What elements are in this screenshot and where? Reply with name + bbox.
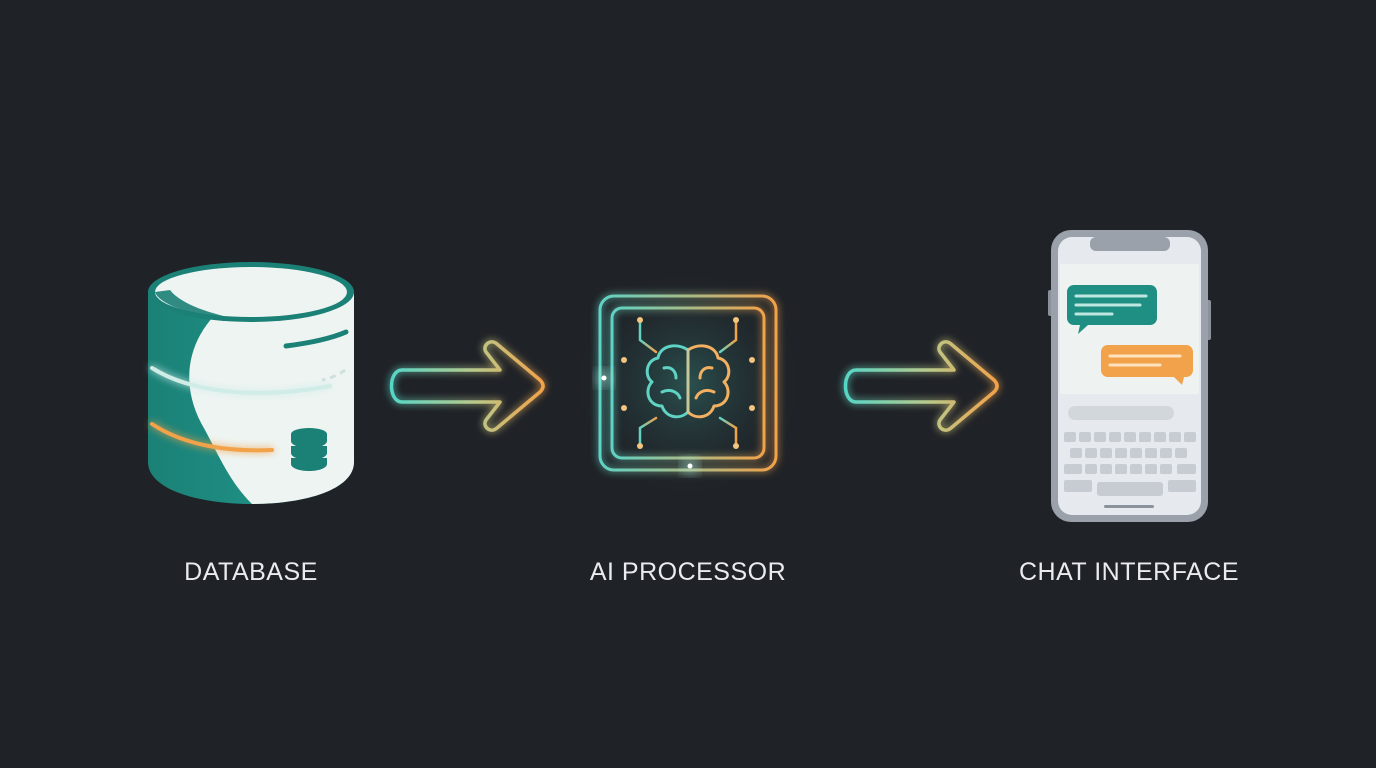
message-input-bar (1068, 406, 1174, 420)
chat-interface-label: CHAT INTERFACE (1019, 558, 1239, 586)
chat-bubble-incoming (1067, 285, 1157, 334)
keyboard (1064, 432, 1196, 496)
ai-processor-label: AI PROCESSOR (589, 558, 787, 586)
smartphone-chat-icon (1048, 230, 1211, 522)
small-database-icon (291, 428, 327, 471)
chat-bubble-outgoing (1101, 345, 1193, 385)
brain-chip-icon (558, 254, 818, 514)
brain-icon (645, 344, 731, 419)
database-cylinder-icon (148, 262, 354, 504)
arrow-right-icon (389, 340, 545, 432)
database-label: DATABASE (184, 558, 318, 586)
arrow-right-icon (843, 340, 999, 432)
